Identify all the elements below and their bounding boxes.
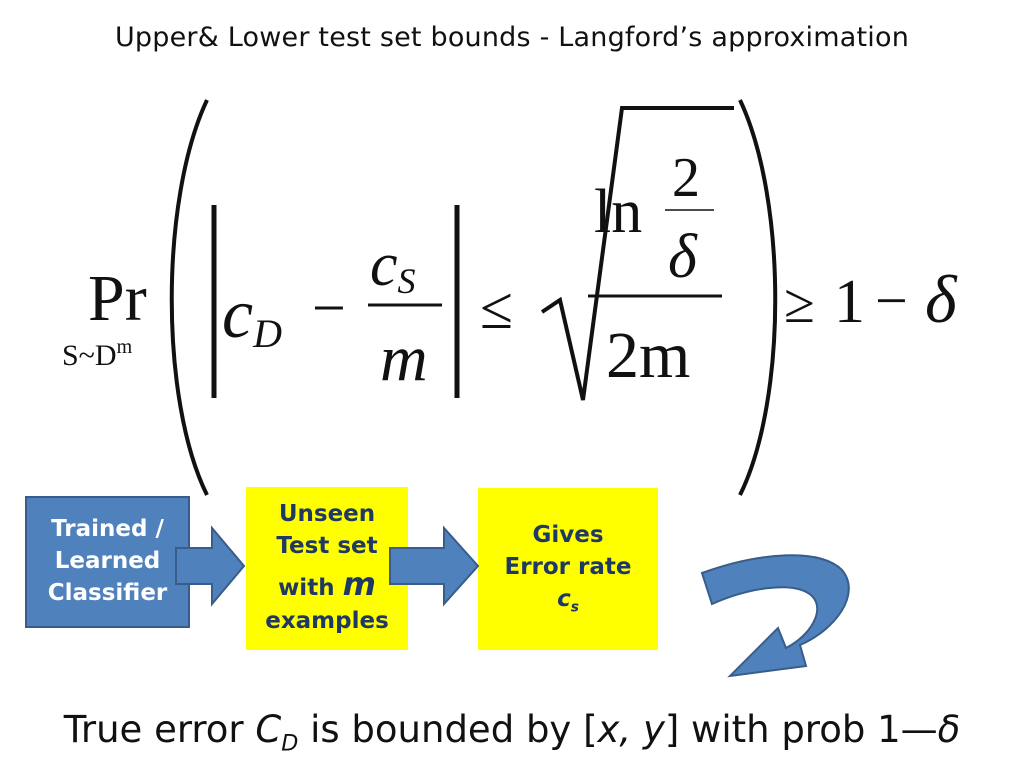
classifier-line-1: Trained / bbox=[51, 516, 164, 543]
formula-one: 1 bbox=[834, 268, 865, 336]
classifier-box: Trained / Learned Classifier bbox=[25, 496, 190, 628]
error-rate-line-3: cs bbox=[557, 585, 579, 616]
formula-pr: Pr bbox=[88, 262, 147, 335]
formula-delta2: δ bbox=[925, 261, 958, 337]
formula-right-paren bbox=[738, 99, 778, 496]
test-set-line-3: with m bbox=[278, 565, 376, 604]
test-set-line-4: examples bbox=[265, 608, 389, 635]
formula-m: m bbox=[380, 322, 428, 395]
formula-c-s: cS bbox=[370, 231, 416, 301]
slide-title: Upper& Lower test set bounds - Langford’… bbox=[114, 22, 910, 53]
test-set-line-2: Test set bbox=[276, 532, 378, 559]
classifier-line-3: Classifier bbox=[47, 579, 168, 606]
formula-ln: ln bbox=[594, 178, 642, 246]
formula-left-paren bbox=[169, 99, 209, 496]
formula-pr-subscript: S~Dm bbox=[62, 336, 133, 372]
test-set-box: Unseen Test set with m examples bbox=[246, 487, 408, 650]
formula-geq: ≥ bbox=[784, 273, 815, 335]
error-rate-line-1: Gives bbox=[532, 522, 604, 549]
test-set-line-1: Unseen bbox=[278, 500, 376, 527]
formula-minus2: − bbox=[875, 268, 908, 333]
formula-two: 2 bbox=[672, 147, 700, 209]
formula-2m: 2m bbox=[606, 319, 690, 392]
classifier-line-2: Learned bbox=[54, 548, 161, 575]
formula-sqrt bbox=[540, 106, 734, 401]
formula-c-d: cD bbox=[222, 276, 282, 356]
true-error-symbol: CD bbox=[255, 708, 299, 757]
formula-minus: − bbox=[312, 275, 346, 341]
formula-delta: δ bbox=[668, 223, 698, 291]
error-rate-box: Gives Error rate cs bbox=[478, 488, 658, 650]
error-rate-line-2: Error rate bbox=[504, 554, 632, 581]
formula-leq: ≤ bbox=[480, 275, 513, 341]
conclusion-text: True error CD is bounded by [x, y] with … bbox=[63, 708, 961, 757]
